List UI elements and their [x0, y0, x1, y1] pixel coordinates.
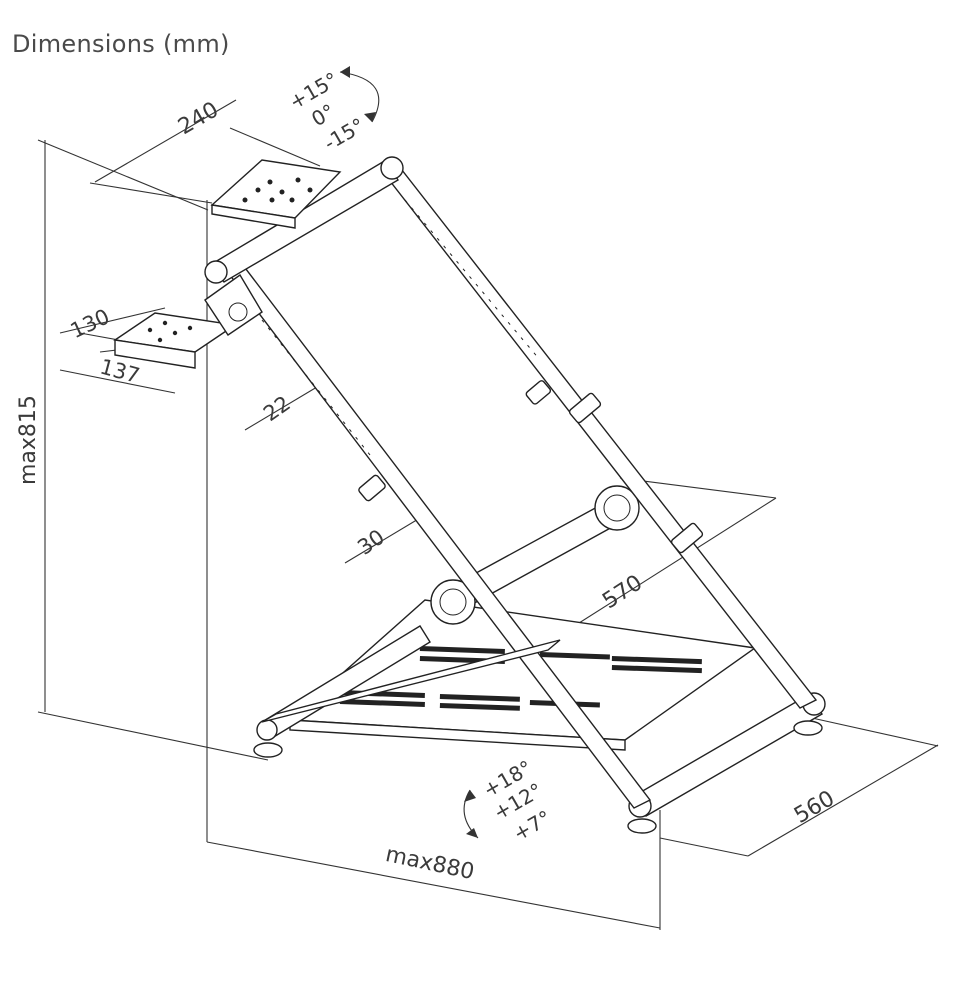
label-570: 570	[598, 570, 647, 614]
diagram-title: Dimensions (mm)	[12, 30, 230, 58]
label-137: 137	[97, 355, 142, 389]
base-frame	[253, 485, 826, 834]
label-240: 240	[174, 97, 223, 140]
uprights	[204, 156, 818, 809]
label-depth: max880	[383, 842, 476, 885]
label-22: 22	[259, 391, 295, 426]
label-560: 560	[790, 786, 839, 829]
label-height: max815	[16, 395, 41, 485]
wheel-plate	[210, 159, 342, 229]
adjustment-holes	[261, 199, 541, 456]
shifter-plate	[113, 273, 263, 369]
tilt-arrows	[339, 66, 479, 839]
